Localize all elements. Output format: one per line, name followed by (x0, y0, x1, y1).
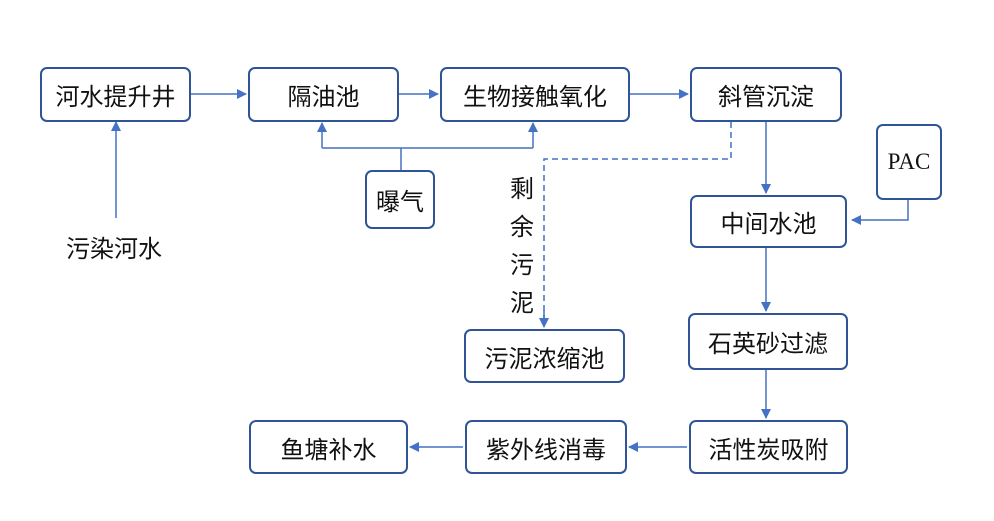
aeration-node: 曝气 (365, 170, 435, 229)
residual-sludge-char-2: 余 (510, 213, 534, 241)
lift-well-node: 河水提升井 (40, 67, 191, 122)
polluted-river-water-label: 污染河水 (66, 235, 162, 263)
activated-carbon-node: 活性炭吸附 (689, 420, 848, 474)
residual-sludge-char-4: 泥 (510, 289, 534, 317)
pac-connector (851, 200, 909, 225)
residual-sludge-char-1: 剩 (510, 175, 534, 203)
sludge-thickener-node: 污泥浓缩池 (464, 329, 625, 383)
fishpond-supply-node: 鱼塘补水 (249, 420, 408, 474)
residual-sludge-connector (543, 122, 732, 318)
uv-disinfection-node: 紫外线消毒 (465, 420, 627, 474)
intermediate-pool-node: 中间水池 (690, 195, 847, 248)
inclined-tube-settling-node: 斜管沉淀 (690, 67, 842, 122)
quartz-sand-filter-node: 石英砂过滤 (688, 313, 848, 370)
aeration-connector (322, 147, 533, 170)
pac-node: PAC (876, 124, 942, 200)
residual-sludge-char-3: 污 (510, 251, 534, 279)
oil-separator-node: 隔油池 (248, 67, 399, 122)
residual-sludge-label: 剩 余 污 泥 (507, 170, 537, 322)
bio-contact-oxidation-node: 生物接触氧化 (440, 67, 630, 122)
